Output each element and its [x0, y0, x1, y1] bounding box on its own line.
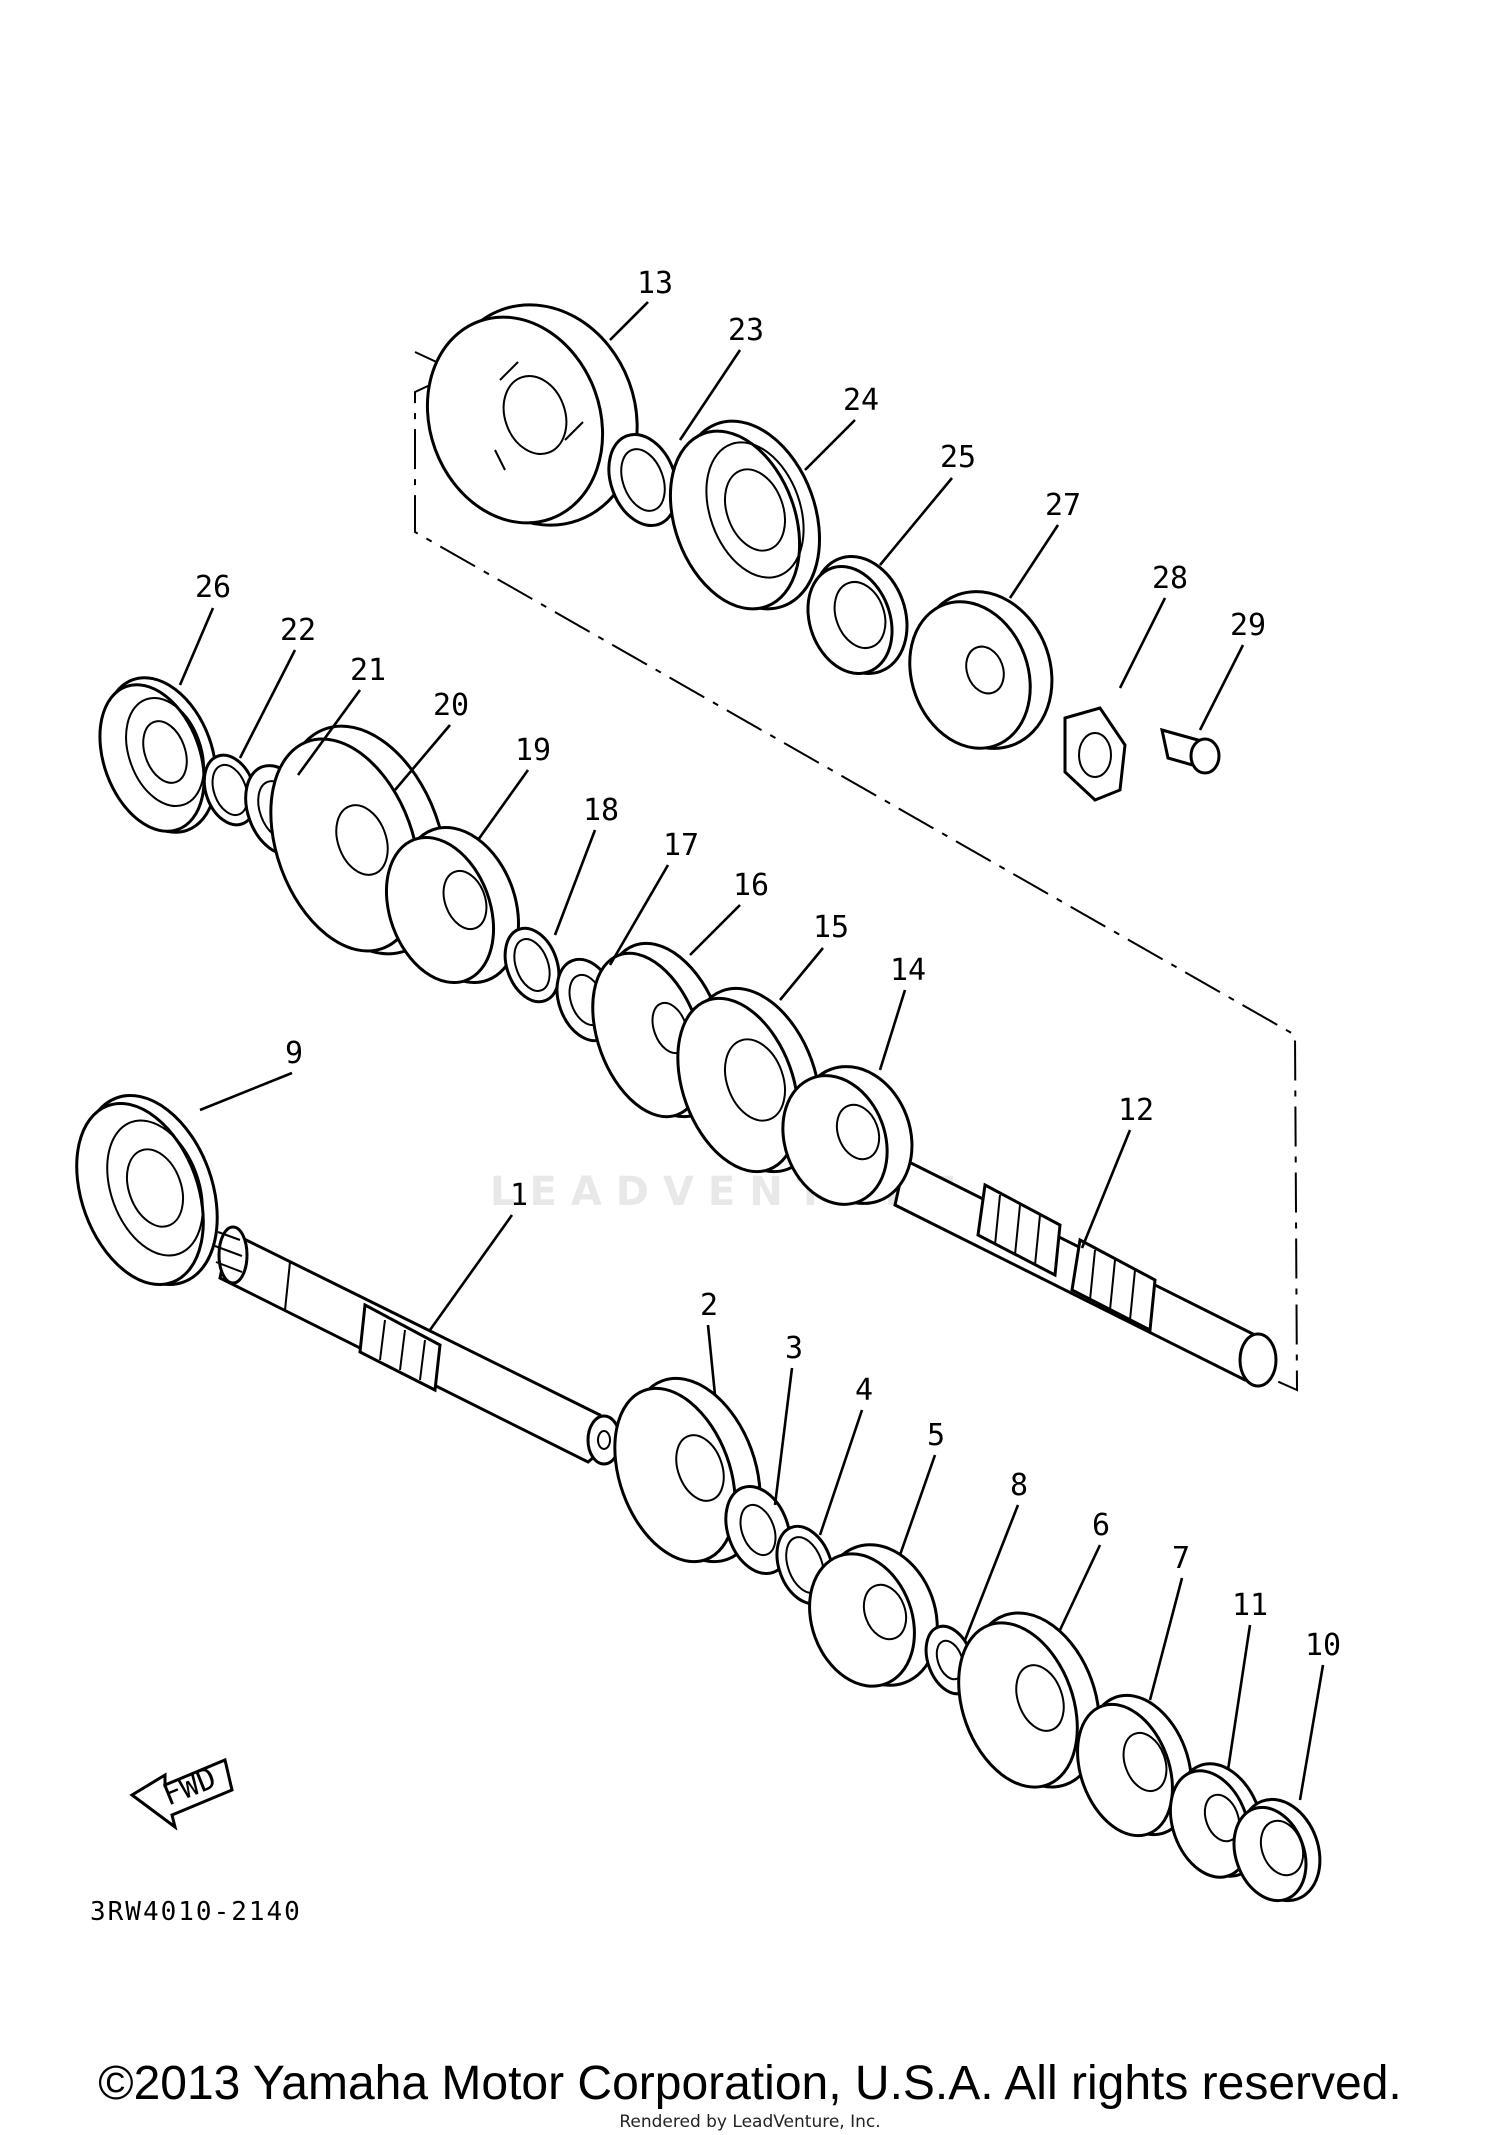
part-labels: 13 23 24 25 27 28 29 26 22 21 20 19 18 1…: [195, 266, 1341, 1663]
part-label-28: 28: [1152, 561, 1188, 596]
part-label-23: 23: [728, 313, 764, 348]
washer-3: [724, 1484, 792, 1576]
part-label-20: 20: [433, 688, 469, 723]
oil-seal-25: [806, 555, 909, 675]
part-label-18: 18: [583, 793, 619, 828]
bearing-26: [98, 676, 218, 834]
main-shaft: [214, 1225, 622, 1466]
bearing-9: [75, 1094, 219, 1287]
circlip-18: [503, 926, 561, 1004]
part-label-10: 10: [1305, 1628, 1341, 1663]
oil-seal-10: [1232, 1797, 1322, 1903]
lock-washer-28: [1063, 706, 1127, 802]
part-label-27: 27: [1045, 488, 1081, 523]
part-label-19: 19: [515, 733, 551, 768]
gear-7: [1076, 1693, 1193, 1838]
bearing-24: [668, 419, 822, 611]
counter-shaft: [893, 1157, 1278, 1388]
part-label-26: 26: [195, 570, 231, 605]
part-label-12: 12: [1118, 1093, 1154, 1128]
gear-14: [781, 1065, 914, 1206]
gear-5: [808, 1543, 939, 1688]
part-label-9: 9: [285, 1036, 303, 1071]
part-label-14: 14: [890, 953, 926, 988]
part-label-29: 29: [1230, 608, 1266, 643]
part-label-25: 25: [940, 440, 976, 475]
gear-19: [384, 826, 520, 985]
part-label-22: 22: [280, 613, 316, 648]
part-label-21: 21: [350, 653, 386, 688]
part-label-24: 24: [843, 383, 879, 418]
gear-6: [957, 1611, 1101, 1789]
rendered-by-credit: Rendered by LeadVenture, Inc.: [619, 2112, 881, 2132]
part-label-1: 1: [510, 1178, 528, 1213]
part-label-13: 13: [637, 266, 673, 301]
part-label-6: 6: [1092, 1508, 1110, 1543]
part-label-16: 16: [733, 868, 769, 903]
copyright-notice: ©2013 Yamaha Motor Corporation, U.S.A. A…: [98, 2057, 1402, 2110]
part-label-5: 5: [927, 1418, 945, 1453]
part-label-11: 11: [1232, 1588, 1268, 1623]
part-label-2: 2: [700, 1288, 718, 1323]
part-label-3: 3: [785, 1331, 803, 1366]
gear-13: [425, 303, 639, 527]
sprocket-27: [908, 590, 1054, 750]
part-label-4: 4: [855, 1373, 873, 1408]
part-label-7: 7: [1172, 1541, 1190, 1576]
part-label-15: 15: [813, 910, 849, 945]
part-label-8: 8: [1010, 1468, 1028, 1503]
assembly-frame: [414, 351, 1299, 1392]
fwd-arrow-icon: FWD: [129, 1757, 234, 1831]
diagram-code: 3RW4010-2140: [90, 1897, 302, 1927]
bolt-29: [1160, 727, 1221, 775]
part-label-17: 17: [663, 828, 699, 863]
leader-lines: [178, 301, 1325, 1801]
